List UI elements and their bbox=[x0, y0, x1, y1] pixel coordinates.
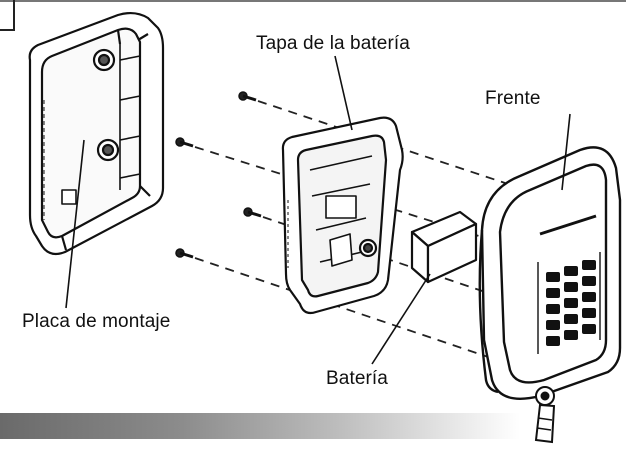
footer-gradient-band bbox=[0, 413, 520, 439]
label-front: Frente bbox=[485, 88, 541, 109]
screws bbox=[175, 91, 262, 259]
battery-cover bbox=[281, 116, 404, 315]
front-housing bbox=[478, 146, 622, 400]
key bbox=[534, 386, 556, 444]
screw-4 bbox=[175, 248, 194, 259]
label-battery-cover: Tapa de la batería bbox=[256, 33, 410, 54]
corner-mark bbox=[0, 0, 15, 31]
mounting-plate bbox=[28, 11, 165, 256]
label-mounting-plate: Placa de montaje bbox=[22, 311, 171, 332]
screw-1 bbox=[238, 91, 257, 102]
top-border-line bbox=[0, 0, 626, 2]
label-battery: Batería bbox=[326, 368, 388, 389]
keypad bbox=[546, 260, 596, 346]
screw-3 bbox=[243, 207, 262, 218]
battery-block bbox=[410, 210, 478, 284]
screw-2 bbox=[175, 137, 194, 148]
leader-lines bbox=[65, 55, 571, 365]
